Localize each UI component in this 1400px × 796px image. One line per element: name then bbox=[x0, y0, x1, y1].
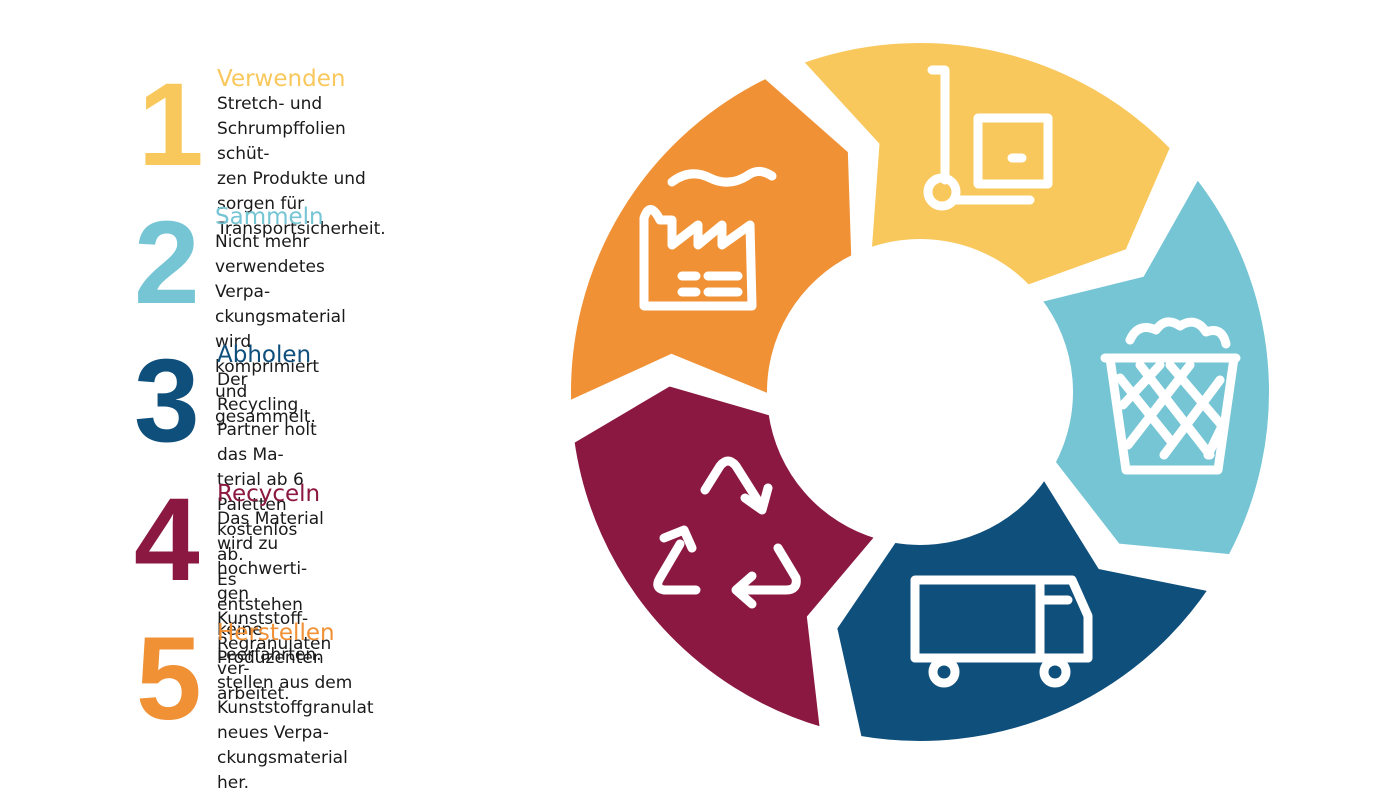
steps-list: 1 Verwenden Stretch- und Schrumpffolien … bbox=[0, 0, 560, 793]
step-title: Sammeln bbox=[215, 204, 324, 230]
step-title: Recyceln bbox=[217, 481, 321, 507]
step-number: 4 bbox=[134, 474, 200, 606]
step-title: Abholen bbox=[217, 342, 312, 368]
truck-icon bbox=[910, 575, 1093, 688]
recycling-cycle-diagram bbox=[565, 37, 1275, 747]
step-number: 2 bbox=[134, 197, 200, 329]
step-title: Herstellen bbox=[217, 620, 335, 646]
recycle-icon bbox=[653, 456, 801, 609]
step-description: Produzenten stellen aus dem Kunststoffgr… bbox=[217, 648, 374, 793]
step-description: Der Recycling Partner holt das Ma- teria… bbox=[217, 370, 322, 665]
factory-icon bbox=[639, 166, 777, 311]
cycle-segment-herstellen bbox=[565, 72, 858, 409]
step-description: Das Material wird zu hochwerti- gen Kuns… bbox=[217, 509, 332, 704]
waste-basket-icon bbox=[1100, 317, 1241, 475]
cycle-segment-verwenden bbox=[794, 37, 1177, 292]
step-title: Verwenden bbox=[217, 66, 346, 92]
hand-truck-icon bbox=[923, 65, 1053, 211]
step-description: Nicht mehr verwendetes Verpa- ckungsmate… bbox=[215, 232, 346, 427]
cycle-segment-abholen bbox=[830, 470, 1217, 747]
step-number: 1 bbox=[138, 59, 204, 191]
cycle-segment-recyceln bbox=[568, 379, 884, 735]
step-number: 5 bbox=[136, 613, 202, 745]
step-description: Stretch- und Schrumpffolien schüt- zen P… bbox=[217, 94, 386, 239]
step-number: 3 bbox=[134, 335, 200, 467]
